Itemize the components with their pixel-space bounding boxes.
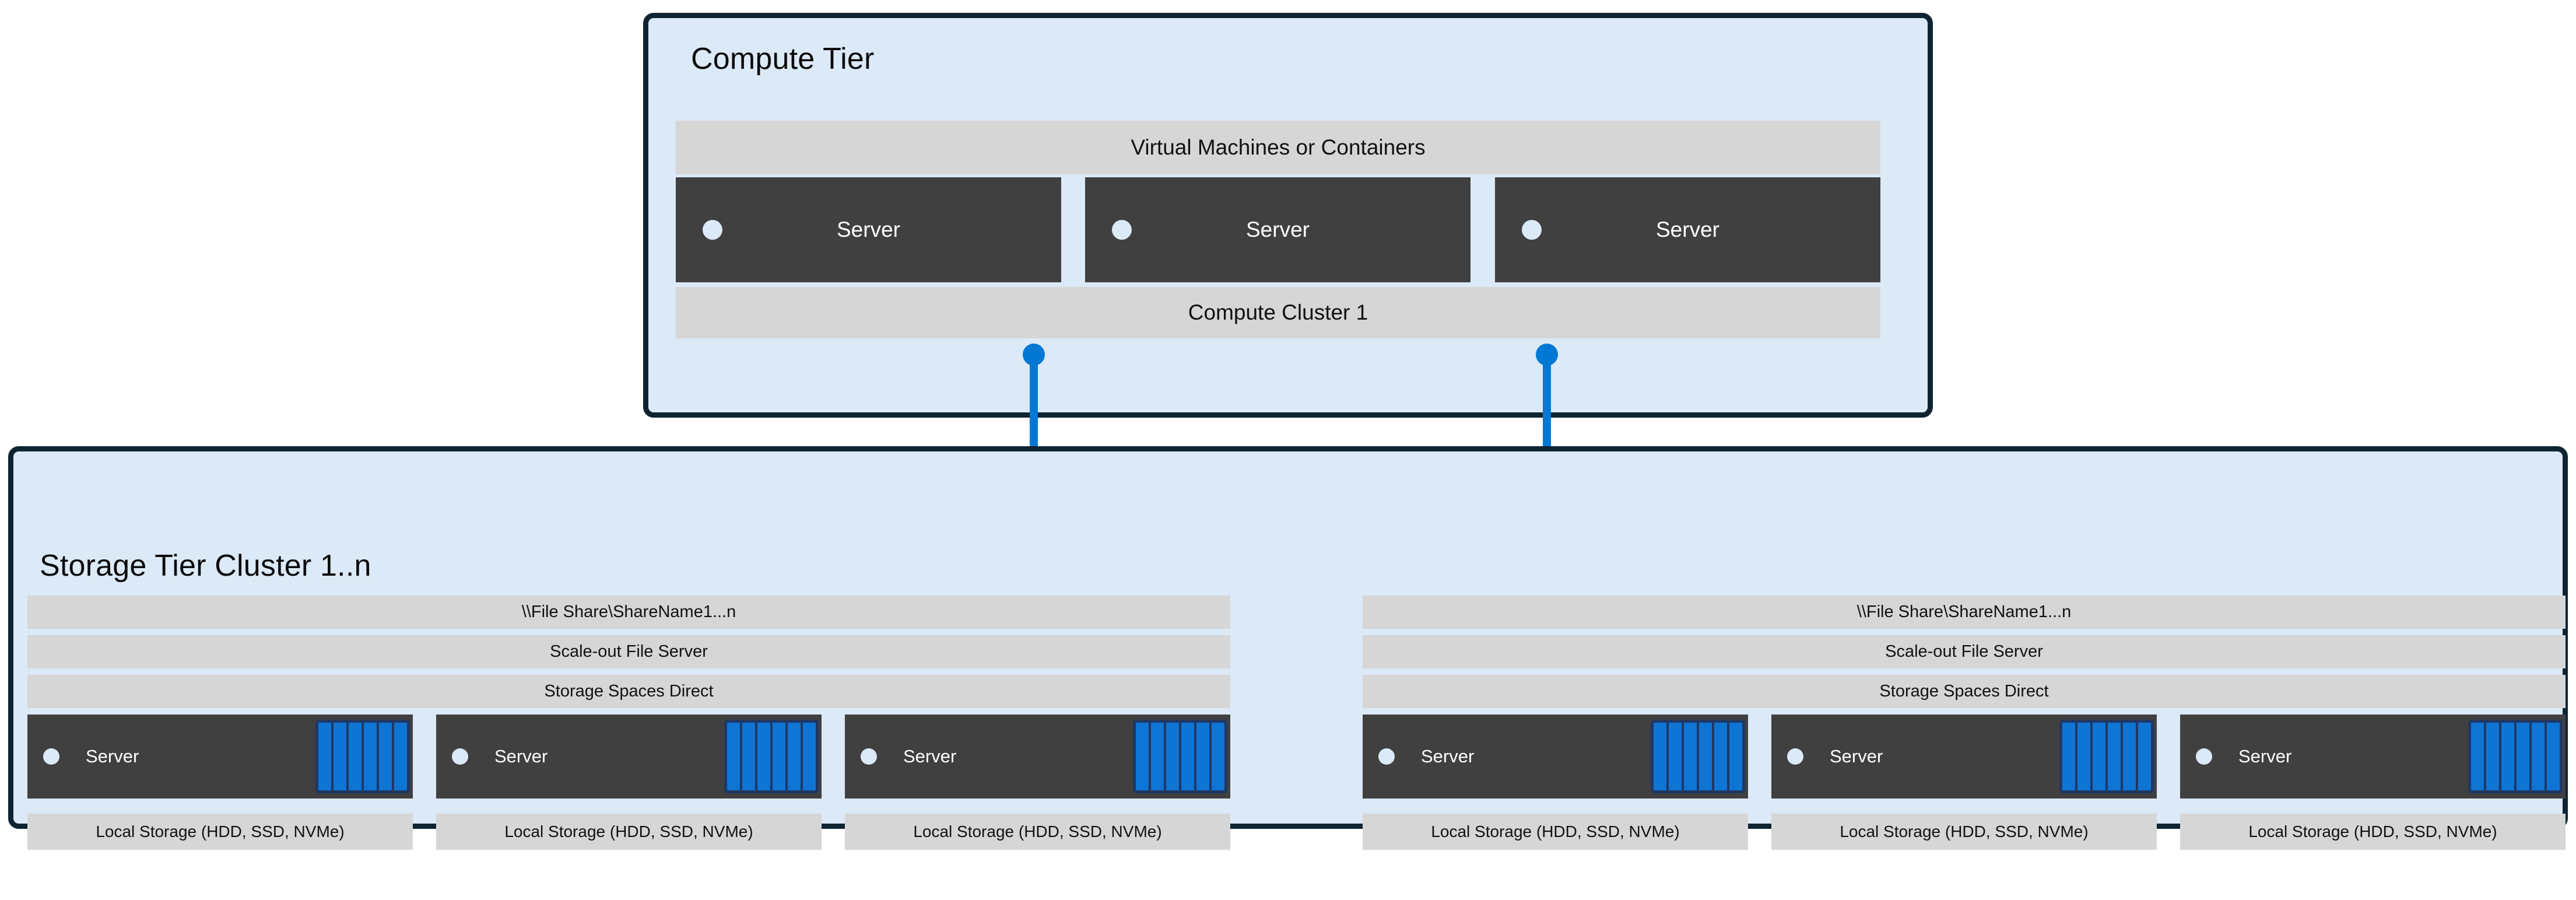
compute-tier-title: Compute Tier	[691, 42, 875, 76]
storage-server-label: Server	[1830, 746, 1883, 766]
status-led-icon	[43, 748, 59, 765]
storage-cluster: \\File Share\ShareName1...n Scale-out Fi…	[1363, 596, 2566, 850]
link-endpoint-dot-icon	[1023, 344, 1045, 366]
compute-server-node: Server	[1085, 177, 1471, 282]
storage-server-node: Server Local Storage (HDD, SSD, NVMe)	[2180, 715, 2566, 850]
status-led-icon	[2196, 748, 2212, 765]
storage-server-body: Server	[1363, 715, 1748, 799]
status-led-icon	[861, 748, 877, 765]
compute-server-node: Server	[676, 177, 1061, 282]
disk-array-icon	[1133, 720, 1227, 793]
local-storage-band: Local Storage (HDD, SSD, NVMe)	[845, 814, 1230, 850]
disk-array-icon	[315, 720, 410, 793]
disk-array-icon	[1651, 720, 1745, 793]
local-storage-band: Local Storage (HDD, SSD, NVMe)	[1363, 814, 1748, 850]
storage-spaces-direct-band: Storage Spaces Direct	[1363, 675, 2566, 708]
compute-tier-container: Compute Tier Virtual Machines or Contain…	[643, 13, 1933, 418]
storage-server-label: Server	[494, 746, 548, 766]
status-led-icon	[452, 748, 468, 765]
storage-server-node: Server Local Storage (HDD, SSD, NVMe)	[1771, 715, 2157, 850]
storage-spaces-direct-band: Storage Spaces Direct	[27, 675, 1230, 708]
compute-server-label: Server	[1656, 218, 1719, 241]
storage-server-label: Server	[903, 746, 957, 766]
storage-server-node: Server Local Storage (HDD, SSD, NVMe)	[1363, 715, 1748, 850]
local-storage-band: Local Storage (HDD, SSD, NVMe)	[1771, 814, 2157, 850]
disk-array-icon	[724, 720, 819, 793]
file-share-band: \\File Share\ShareName1...n	[1363, 596, 2566, 629]
local-storage-band: Local Storage (HDD, SSD, NVMe)	[436, 814, 822, 850]
storage-server-body: Server	[436, 715, 822, 799]
disk-array-icon	[2468, 720, 2563, 793]
storage-tier-title: Storage Tier Cluster 1..n	[40, 549, 371, 583]
storage-server-label: Server	[1421, 746, 1475, 766]
status-led-icon	[1112, 220, 1132, 240]
virtual-machines-band: Virtual Machines or Containers	[676, 121, 1880, 174]
storage-server-body: Server	[1771, 715, 2157, 799]
storage-server-body: Server	[845, 715, 1230, 799]
storage-server-body: Server	[27, 715, 413, 799]
storage-server-node: Server Local Storage (HDD, SSD, NVMe)	[436, 715, 822, 850]
compute-cluster-band: Compute Cluster 1	[676, 287, 1880, 338]
status-led-icon	[1378, 748, 1395, 765]
storage-cluster: \\File Share\ShareName1...n Scale-out Fi…	[27, 596, 1230, 850]
storage-server-body: Server	[2180, 715, 2566, 799]
link-endpoint-dot-icon	[1536, 344, 1558, 366]
file-share-band: \\File Share\ShareName1...n	[27, 596, 1230, 629]
compute-server-node: Server	[1495, 177, 1880, 282]
storage-tier-container: Storage Tier Cluster 1..n \\File Share\S…	[8, 446, 2568, 850]
status-led-icon	[1522, 220, 1542, 240]
status-led-icon	[703, 220, 722, 240]
storage-server-node: Server Local Storage (HDD, SSD, NVMe)	[845, 715, 1230, 850]
disk-array-icon	[2059, 720, 2154, 793]
compute-server-label: Server	[837, 218, 900, 241]
local-storage-band: Local Storage (HDD, SSD, NVMe)	[2180, 814, 2566, 850]
scale-out-file-server-band: Scale-out File Server	[27, 635, 1230, 668]
status-led-icon	[1787, 748, 1803, 765]
local-storage-band: Local Storage (HDD, SSD, NVMe)	[27, 814, 413, 850]
storage-server-label: Server	[2238, 746, 2292, 766]
scale-out-file-server-band: Scale-out File Server	[1363, 635, 2566, 668]
compute-server-label: Server	[1246, 218, 1310, 241]
storage-server-label: Server	[86, 746, 139, 766]
storage-server-node: Server Local Storage (HDD, SSD, NVMe)	[27, 715, 413, 850]
